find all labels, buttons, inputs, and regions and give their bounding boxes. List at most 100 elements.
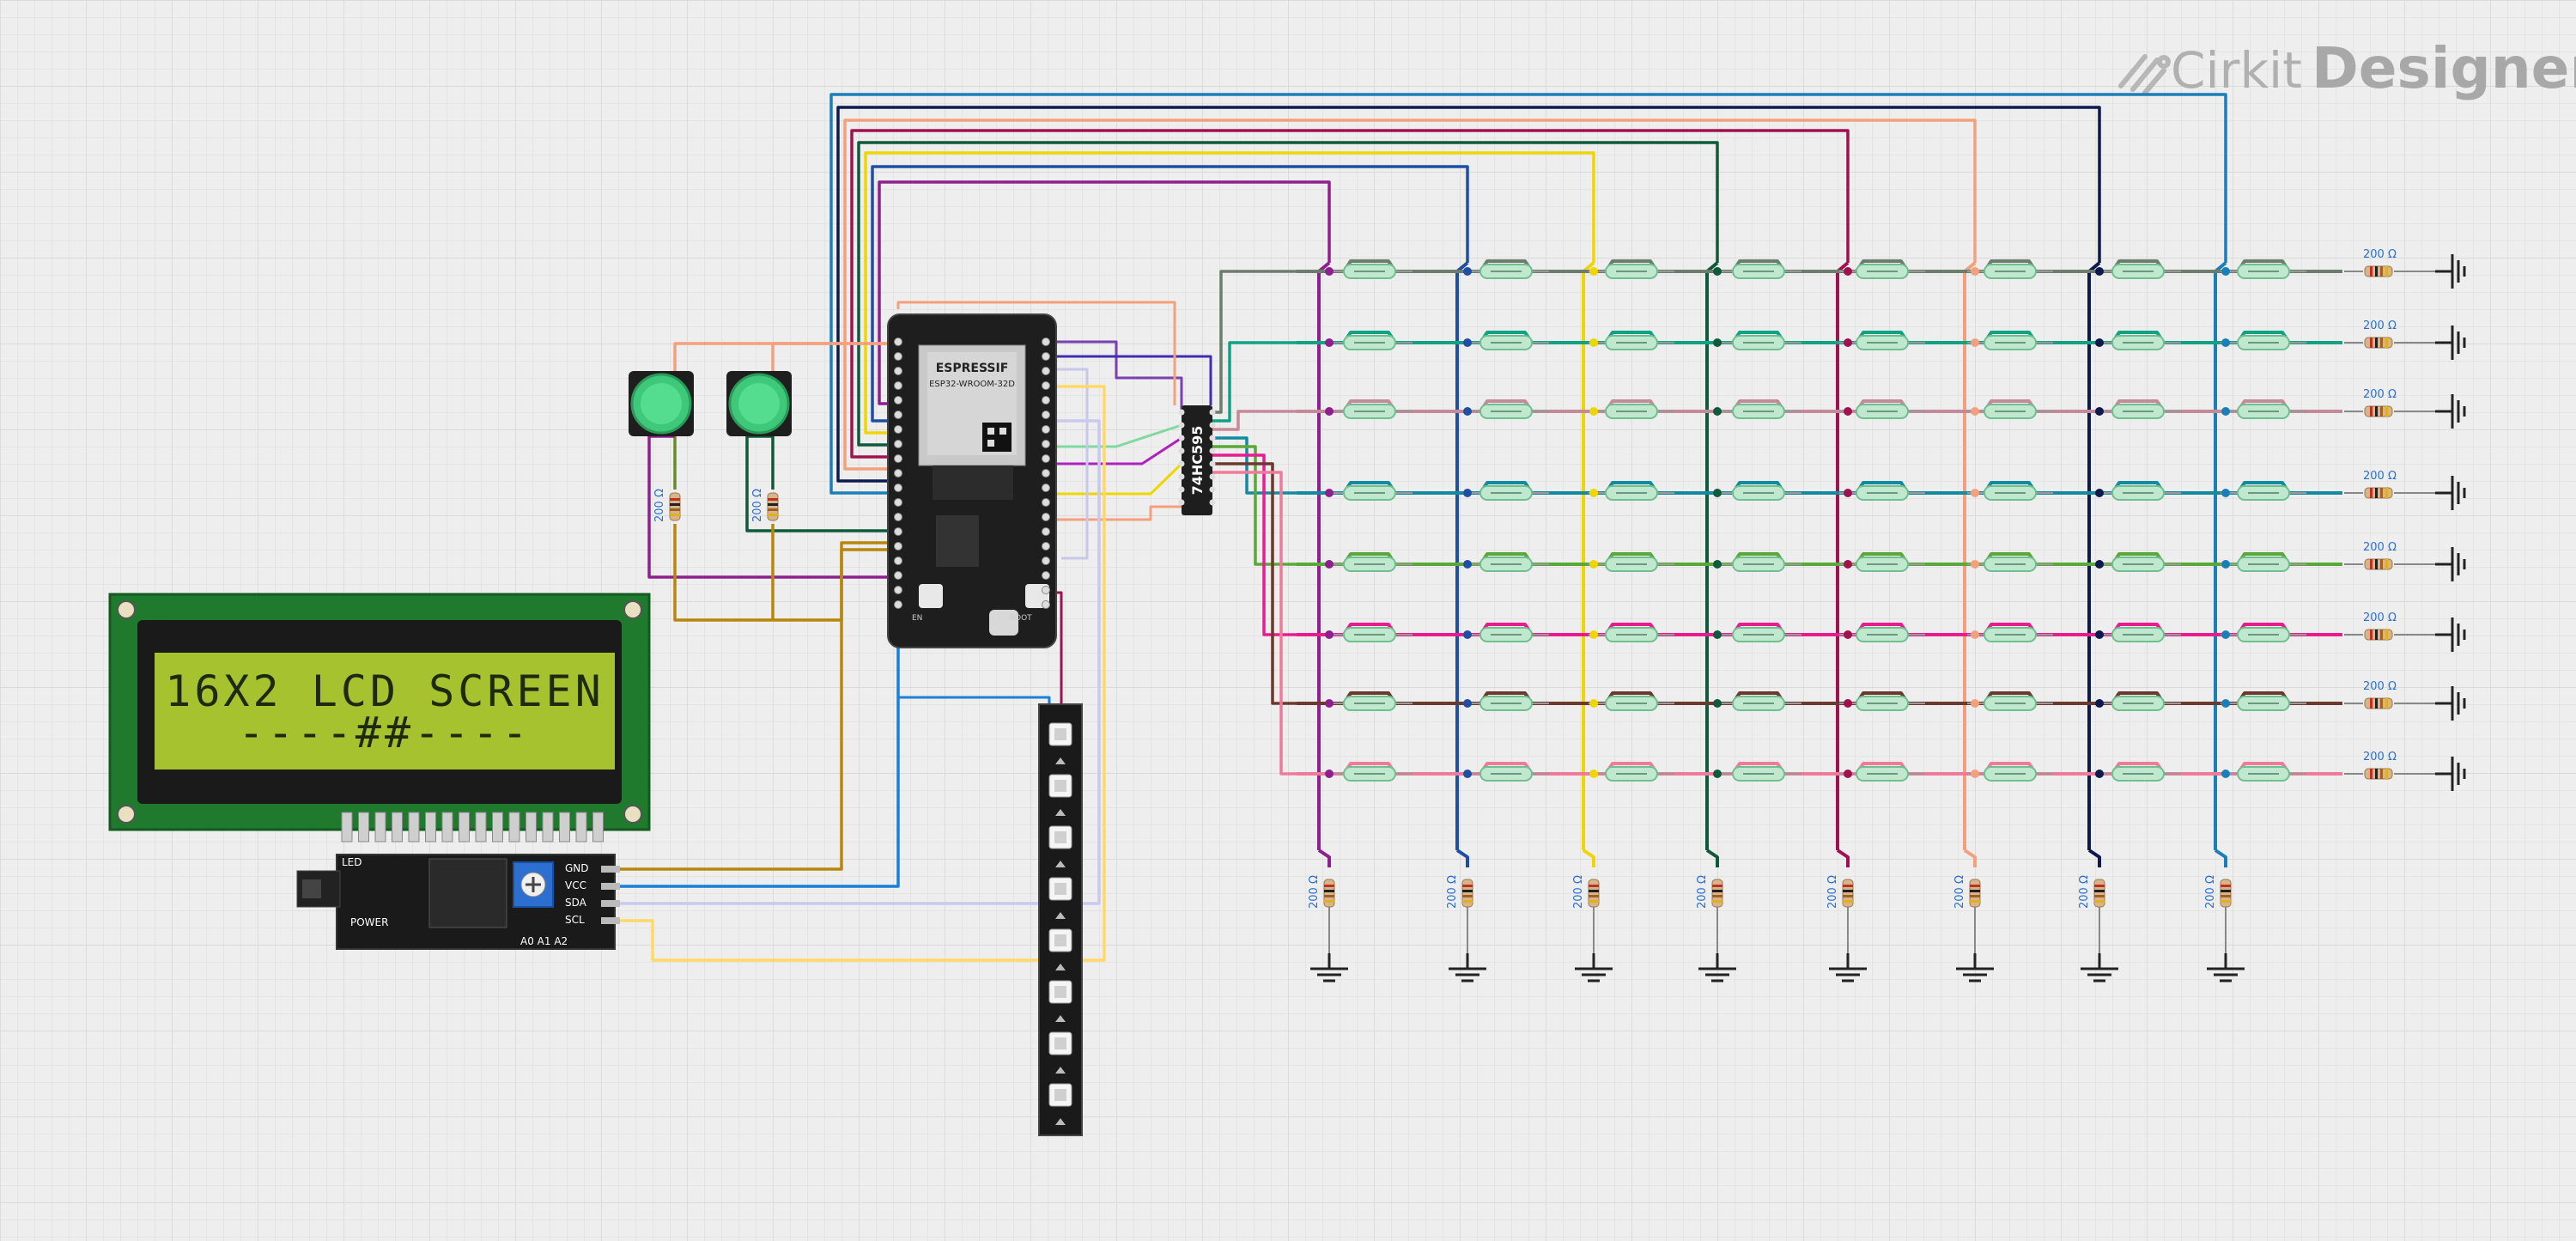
wire [620, 548, 898, 871]
esp32-pin[interactable] [1042, 571, 1050, 580]
resistor-band [2094, 895, 2105, 897]
esp32-pin[interactable] [894, 425, 902, 434]
shift-register-pin[interactable] [1178, 447, 1185, 454]
shift-register-pin[interactable] [1178, 409, 1185, 416]
wire [896, 301, 1176, 405]
esp32-pin[interactable] [1042, 381, 1050, 390]
shift-register-pin[interactable] [1178, 473, 1185, 480]
esp32-pin[interactable] [1042, 600, 1050, 609]
esp32-pin[interactable] [1042, 411, 1050, 419]
reed-switch [1716, 404, 1801, 419]
esp32-pin[interactable] [894, 527, 902, 536]
esp32-pin[interactable] [1042, 338, 1050, 346]
esp32-pin[interactable] [894, 411, 902, 419]
esp32-en-button[interactable] [919, 584, 943, 608]
esp32-pin[interactable] [1042, 557, 1050, 565]
esp32-pin[interactable] [894, 367, 902, 375]
shift-register-pin[interactable] [1209, 422, 1216, 429]
junction-dot [1971, 407, 1979, 416]
led-strip-pixels [1048, 722, 1072, 1125]
esp32-pin[interactable] [894, 586, 902, 594]
esp32-pin[interactable] [1042, 469, 1050, 478]
esp32-pin[interactable] [894, 484, 902, 492]
resistor-band [670, 498, 680, 501]
lcd-header-pin [441, 812, 453, 843]
shift-register-pin[interactable] [1178, 486, 1185, 493]
esp32-pin[interactable] [1042, 542, 1050, 551]
esp32-pin[interactable] [1042, 498, 1050, 507]
shift-register-pin[interactable] [1209, 499, 1216, 506]
resistor-band [2375, 488, 2378, 498]
lcd-line-1: 16X2 LCD SCREEN [165, 666, 605, 716]
reed-switch [1967, 335, 2053, 350]
esp32-pin[interactable] [894, 571, 902, 580]
esp32-pin[interactable] [894, 381, 902, 390]
resistor-horizontal [2364, 697, 2393, 709]
junction-dot [1325, 630, 1334, 639]
ground-icon [2081, 953, 2118, 982]
ground-symbols [1310, 254, 2466, 982]
esp32-pin[interactable] [894, 469, 902, 478]
resistor-horizontal [2364, 558, 2393, 570]
resistor-band [2385, 488, 2388, 498]
esp32-pin[interactable] [894, 352, 902, 361]
shift-register-pin[interactable] [1209, 473, 1216, 480]
resistor-label: 200 Ω [2363, 680, 2397, 693]
data-direction-arrow-icon [1055, 809, 1066, 816]
wire [871, 165, 1469, 423]
shift-register-pin[interactable] [1209, 447, 1216, 454]
esp32-pin[interactable] [894, 454, 902, 463]
esp32-pin[interactable] [1042, 454, 1050, 463]
junction-dot [2221, 630, 2230, 639]
esp32-pin[interactable] [894, 338, 902, 346]
shift-register-pin[interactable] [1209, 486, 1216, 493]
junction-dot [1713, 699, 1722, 708]
shift-register-pin[interactable] [1178, 422, 1185, 429]
esp32-pin[interactable] [1042, 440, 1050, 448]
reed-switch [1463, 485, 1549, 501]
junction-dot [2095, 630, 2104, 639]
esp32-pin[interactable] [1042, 425, 1050, 434]
resistor-body [2364, 768, 2393, 780]
resistor-band [2375, 559, 2378, 569]
shift-register-pin[interactable] [1209, 435, 1216, 441]
esp32-pin[interactable] [894, 600, 902, 609]
junction-dot [2221, 699, 2230, 708]
esp32-pin[interactable] [894, 557, 902, 565]
esp32-pin[interactable] [1042, 527, 1050, 536]
shift-register-pin[interactable] [1178, 460, 1185, 467]
esp32-pin[interactable] [1042, 513, 1050, 521]
reed-switch [1463, 404, 1549, 419]
resistor-band [2094, 885, 2105, 887]
junction-dot [1844, 560, 1852, 569]
junction-dot [1589, 489, 1598, 497]
shift-register-pin[interactable] [1178, 499, 1185, 506]
push-button-right[interactable] [726, 371, 792, 436]
esp32-pin[interactable] [1042, 484, 1050, 492]
esp32-pin[interactable] [1042, 586, 1050, 594]
resistor-band [2380, 406, 2383, 417]
esp32-pin[interactable] [894, 513, 902, 521]
wire [1046, 355, 1212, 405]
resistor-label: 200 Ω [2363, 611, 2397, 624]
push-button-left[interactable] [629, 371, 694, 436]
esp32-pin[interactable] [894, 498, 902, 507]
shift-register-pin[interactable] [1209, 460, 1216, 467]
shift-register-pin[interactable] [1178, 435, 1185, 441]
resistor-band [2370, 698, 2372, 709]
esp32-pin[interactable] [894, 440, 902, 448]
esp32-pin[interactable] [894, 396, 902, 405]
esp32-pin[interactable] [1042, 352, 1050, 361]
reed-switch [2095, 696, 2181, 711]
data-direction-arrow-icon [1055, 1067, 1066, 1074]
esp32-pin[interactable] [1042, 396, 1050, 405]
junction-dot [2095, 267, 2104, 276]
lcd-header-pin [459, 812, 470, 843]
shift-register-pin[interactable] [1209, 409, 1216, 416]
resistor-label: 200 Ω [2363, 541, 2397, 554]
lcd-header-pin [508, 812, 520, 843]
ground-icon [2435, 254, 2466, 289]
resistor-band [2370, 266, 2372, 277]
esp32-pin[interactable] [1042, 367, 1050, 375]
esp32-pin[interactable] [894, 542, 902, 551]
